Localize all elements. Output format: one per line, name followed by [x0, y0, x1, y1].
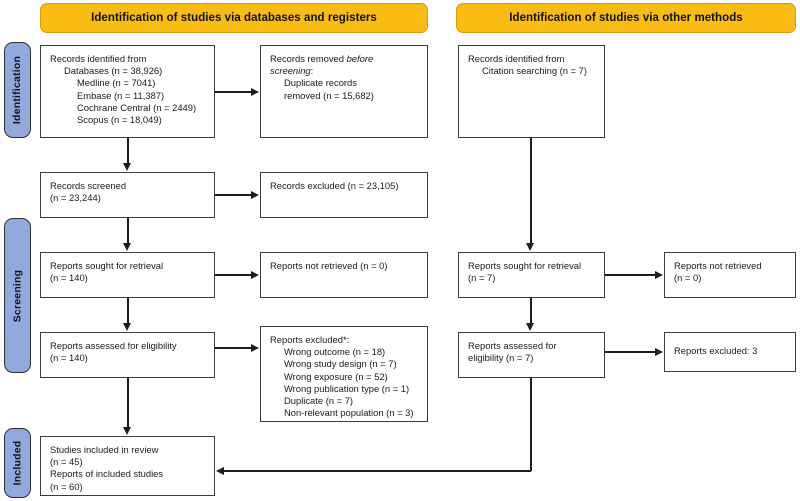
reports-excluded-reason-6: Non-relevant population (n = 3) [284, 407, 414, 419]
records-identified-line-2: Databases (n = 38,926) [64, 65, 163, 77]
included-line-4: (n = 60) [50, 480, 83, 492]
node-records-identified-citation: Records identified from Citation searchi… [458, 45, 605, 138]
node-reports-sought-retrieval: Reports sought for retrieval (n = 140) [40, 252, 215, 298]
arrowhead-sought-to-not-retrieved [251, 270, 259, 279]
connector-screened-to-excluded [215, 194, 252, 196]
connector-other-sought-to-assessed [530, 298, 532, 324]
arrowhead-other-assessed-to-excluded [655, 347, 663, 356]
stage-tab-screening-label: Screening [11, 269, 24, 322]
connector-sought-to-assessed [127, 298, 129, 324]
node-reports-assessed-eligibility: Reports assessed for eligibility (n = 14… [40, 332, 215, 378]
records-identified-line-1: Records identified from [50, 53, 147, 64]
connector-sought-to-not-retrieved [215, 274, 252, 276]
records-screened-line-2: (n = 23,244) [50, 192, 101, 204]
reports-sought-line-2: (n = 140) [50, 272, 88, 284]
stage-tab-included-label: Included [11, 440, 24, 486]
node-other-reports-excluded: Reports excluded: 3 [664, 332, 796, 372]
records-removed-line-4: removed (n = 15,682) [284, 89, 374, 101]
other-assessed-line-1: Reports assessed for [468, 340, 557, 351]
node-records-identified-databases: Records identified from Databases (n = 3… [40, 45, 215, 138]
other-sought-line-2: (n = 7) [468, 272, 496, 284]
reports-assessed-line-2: (n = 140) [50, 352, 88, 364]
connector-screened-to-sought [127, 218, 129, 244]
reports-assessed-line-1: Reports assessed for eligibility [50, 340, 177, 351]
connector-other-assessed-elbow-vertical [530, 378, 532, 471]
node-reports-excluded-reasons: Reports excluded*: Wrong outcome (n = 18… [260, 326, 428, 422]
node-other-reports-assessed: Reports assessed for eligibility (n = 7) [458, 332, 605, 378]
connector-other-sought-to-not-retrieved [605, 274, 656, 276]
records-screened-line-1: Records screened [50, 180, 127, 191]
connector-assessed-to-included [127, 378, 129, 428]
node-reports-not-retrieved: Reports not retrieved (n = 0) [260, 252, 428, 298]
arrowhead-identified-to-removed [251, 87, 259, 96]
connector-citation-to-sought [530, 138, 532, 244]
stage-tab-identification: Identification [4, 42, 31, 138]
arrowhead-other-to-included [216, 466, 224, 475]
included-line-2: (n = 45) [50, 456, 83, 468]
other-not-retrieved-line-1: Reports not retrieved [674, 260, 762, 271]
reports-excluded-reason-1: Wrong outcome (n = 18) [284, 346, 386, 358]
records-identified-line-5: Cochrane Central (n = 2449) [77, 101, 197, 113]
connector-other-assessed-elbow-horizontal [224, 470, 531, 472]
reports-excluded-reason-2: Wrong study design (n = 7) [284, 358, 397, 370]
other-not-retrieved-line-2: (n = 0) [674, 272, 702, 284]
header-databases-registers: Identification of studies via databases … [40, 3, 428, 33]
records-removed-line-1: Records removed before [270, 53, 374, 64]
reports-excluded-reason-3: Wrong exposure (n = 52) [284, 370, 388, 382]
arrowhead-screened-to-excluded [251, 190, 259, 199]
header-databases-label: Identification of studies via databases … [91, 12, 377, 24]
included-line-3: Reports of included studies [50, 468, 164, 480]
node-records-removed-before-screening: Records removed before screening: Duplic… [260, 45, 428, 138]
other-assessed-line-2: eligibility (n = 7) [468, 352, 534, 364]
reports-excluded-reason-5: Duplicate (n = 7) [284, 395, 354, 407]
node-other-reports-not-retrieved: Reports not retrieved (n = 0) [664, 252, 796, 298]
reports-excluded-reason-4: Wrong publication type (n = 1) [284, 382, 410, 394]
records-identified-line-3: Medline (n = 7041) [77, 77, 156, 89]
records-identified-line-4: Embase (n = 11,387) [77, 89, 165, 101]
connector-other-assessed-to-excluded [605, 351, 656, 353]
arrowhead-identified-to-screened [123, 163, 131, 171]
arrowhead-assessed-to-included [123, 427, 131, 435]
header-other-methods: Identification of studies via other meth… [456, 3, 796, 33]
connector-identified-to-screened [127, 138, 129, 164]
node-records-excluded: Records excluded (n = 23,105) [260, 172, 428, 218]
reports-not-retrieved-line-1: Reports not retrieved (n = 0) [270, 260, 388, 271]
header-other-methods-label: Identification of studies via other meth… [509, 12, 743, 24]
records-removed-line-2: screening: [270, 65, 314, 77]
citation-identified-line-1: Records identified from [468, 53, 565, 64]
arrowhead-other-sought-to-not-retrieved [655, 270, 663, 279]
reports-excluded-title: Reports excluded*: [270, 334, 350, 345]
arrowhead-screened-to-sought [123, 243, 131, 251]
arrowhead-other-sought-to-assessed [526, 323, 534, 331]
arrowhead-sought-to-assessed [123, 323, 131, 331]
records-removed-line-3: Duplicate records [284, 77, 357, 89]
stage-tab-included: Included [4, 428, 31, 498]
node-studies-included: Studies included in review (n = 45) Repo… [40, 436, 215, 496]
included-line-1: Studies included in review [50, 444, 159, 455]
connector-identified-to-removed [215, 91, 252, 93]
arrowhead-assessed-to-excluded [251, 343, 259, 352]
arrowhead-citation-to-sought [526, 243, 534, 251]
stage-tab-identification-label: Identification [11, 55, 24, 125]
node-other-reports-sought: Reports sought for retrieval (n = 7) [458, 252, 605, 298]
stage-tab-screening: Screening [4, 218, 31, 373]
other-sought-line-1: Reports sought for retrieval [468, 260, 582, 271]
connector-assessed-to-excluded [215, 347, 252, 349]
reports-sought-line-1: Reports sought for retrieval [50, 260, 164, 271]
records-identified-line-6: Scopus (n = 18,049) [77, 114, 162, 126]
records-excluded-line-1: Records excluded (n = 23,105) [270, 180, 399, 191]
node-records-screened: Records screened (n = 23,244) [40, 172, 215, 218]
other-excluded-line-1: Reports excluded: 3 [674, 345, 758, 356]
citation-identified-line-2: Citation searching (n = 7) [482, 65, 588, 77]
